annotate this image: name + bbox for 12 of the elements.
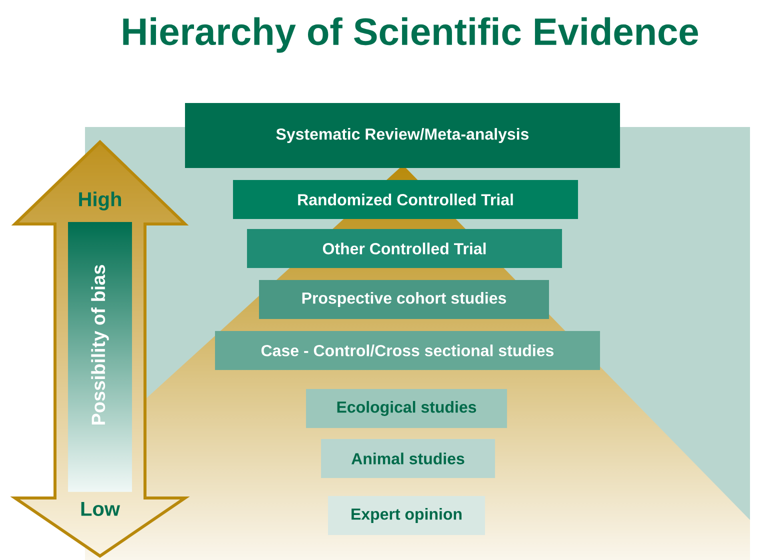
axis-label: Possibility of bias [91, 265, 109, 424]
level-box: Other Controlled Trial [247, 229, 562, 268]
scale-label: Low [81, 502, 120, 516]
title: Hierarchy of Scientific Evidence [123, 17, 698, 53]
level-box: Animal studies [321, 439, 495, 478]
level-box: Prospective cohort studies [259, 280, 549, 319]
level-box: Ecological studies [306, 389, 507, 428]
level-box: Systematic Review/Meta-analysis [185, 103, 620, 168]
level-box: Expert opinion [328, 496, 485, 535]
scale-label: High [79, 192, 121, 210]
level-box: Case - Control/Cross sectional studies [215, 331, 600, 370]
level-box: Randomized Controlled Trial [233, 180, 578, 219]
